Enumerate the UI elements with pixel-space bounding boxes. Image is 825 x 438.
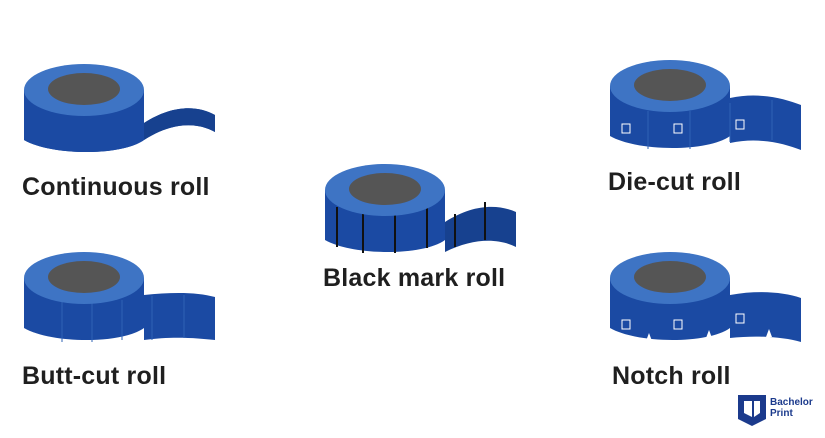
bachelorprint-logo: Bachelor Print [736, 393, 820, 429]
logo-text: Bachelor Print [770, 397, 813, 419]
roll-label: Continuous roll [22, 173, 210, 201]
roll-label: Black mark roll [323, 264, 506, 292]
logo-line2: Print [770, 408, 793, 419]
black-mark-roll-illustration [323, 152, 523, 262]
continuous-roll-illustration [22, 52, 222, 162]
roll-label: Die-cut roll [608, 168, 741, 196]
bachelorprint-logo-icon [738, 395, 766, 426]
roll-label: Butt-cut roll [22, 362, 167, 390]
die-cut-roll-illustration [608, 48, 808, 158]
butt-cut-roll-illustration [22, 240, 222, 350]
logo-line1: Bachelor [770, 397, 813, 408]
notch-roll-illustration [608, 240, 808, 350]
roll-label: Notch roll [612, 362, 731, 390]
